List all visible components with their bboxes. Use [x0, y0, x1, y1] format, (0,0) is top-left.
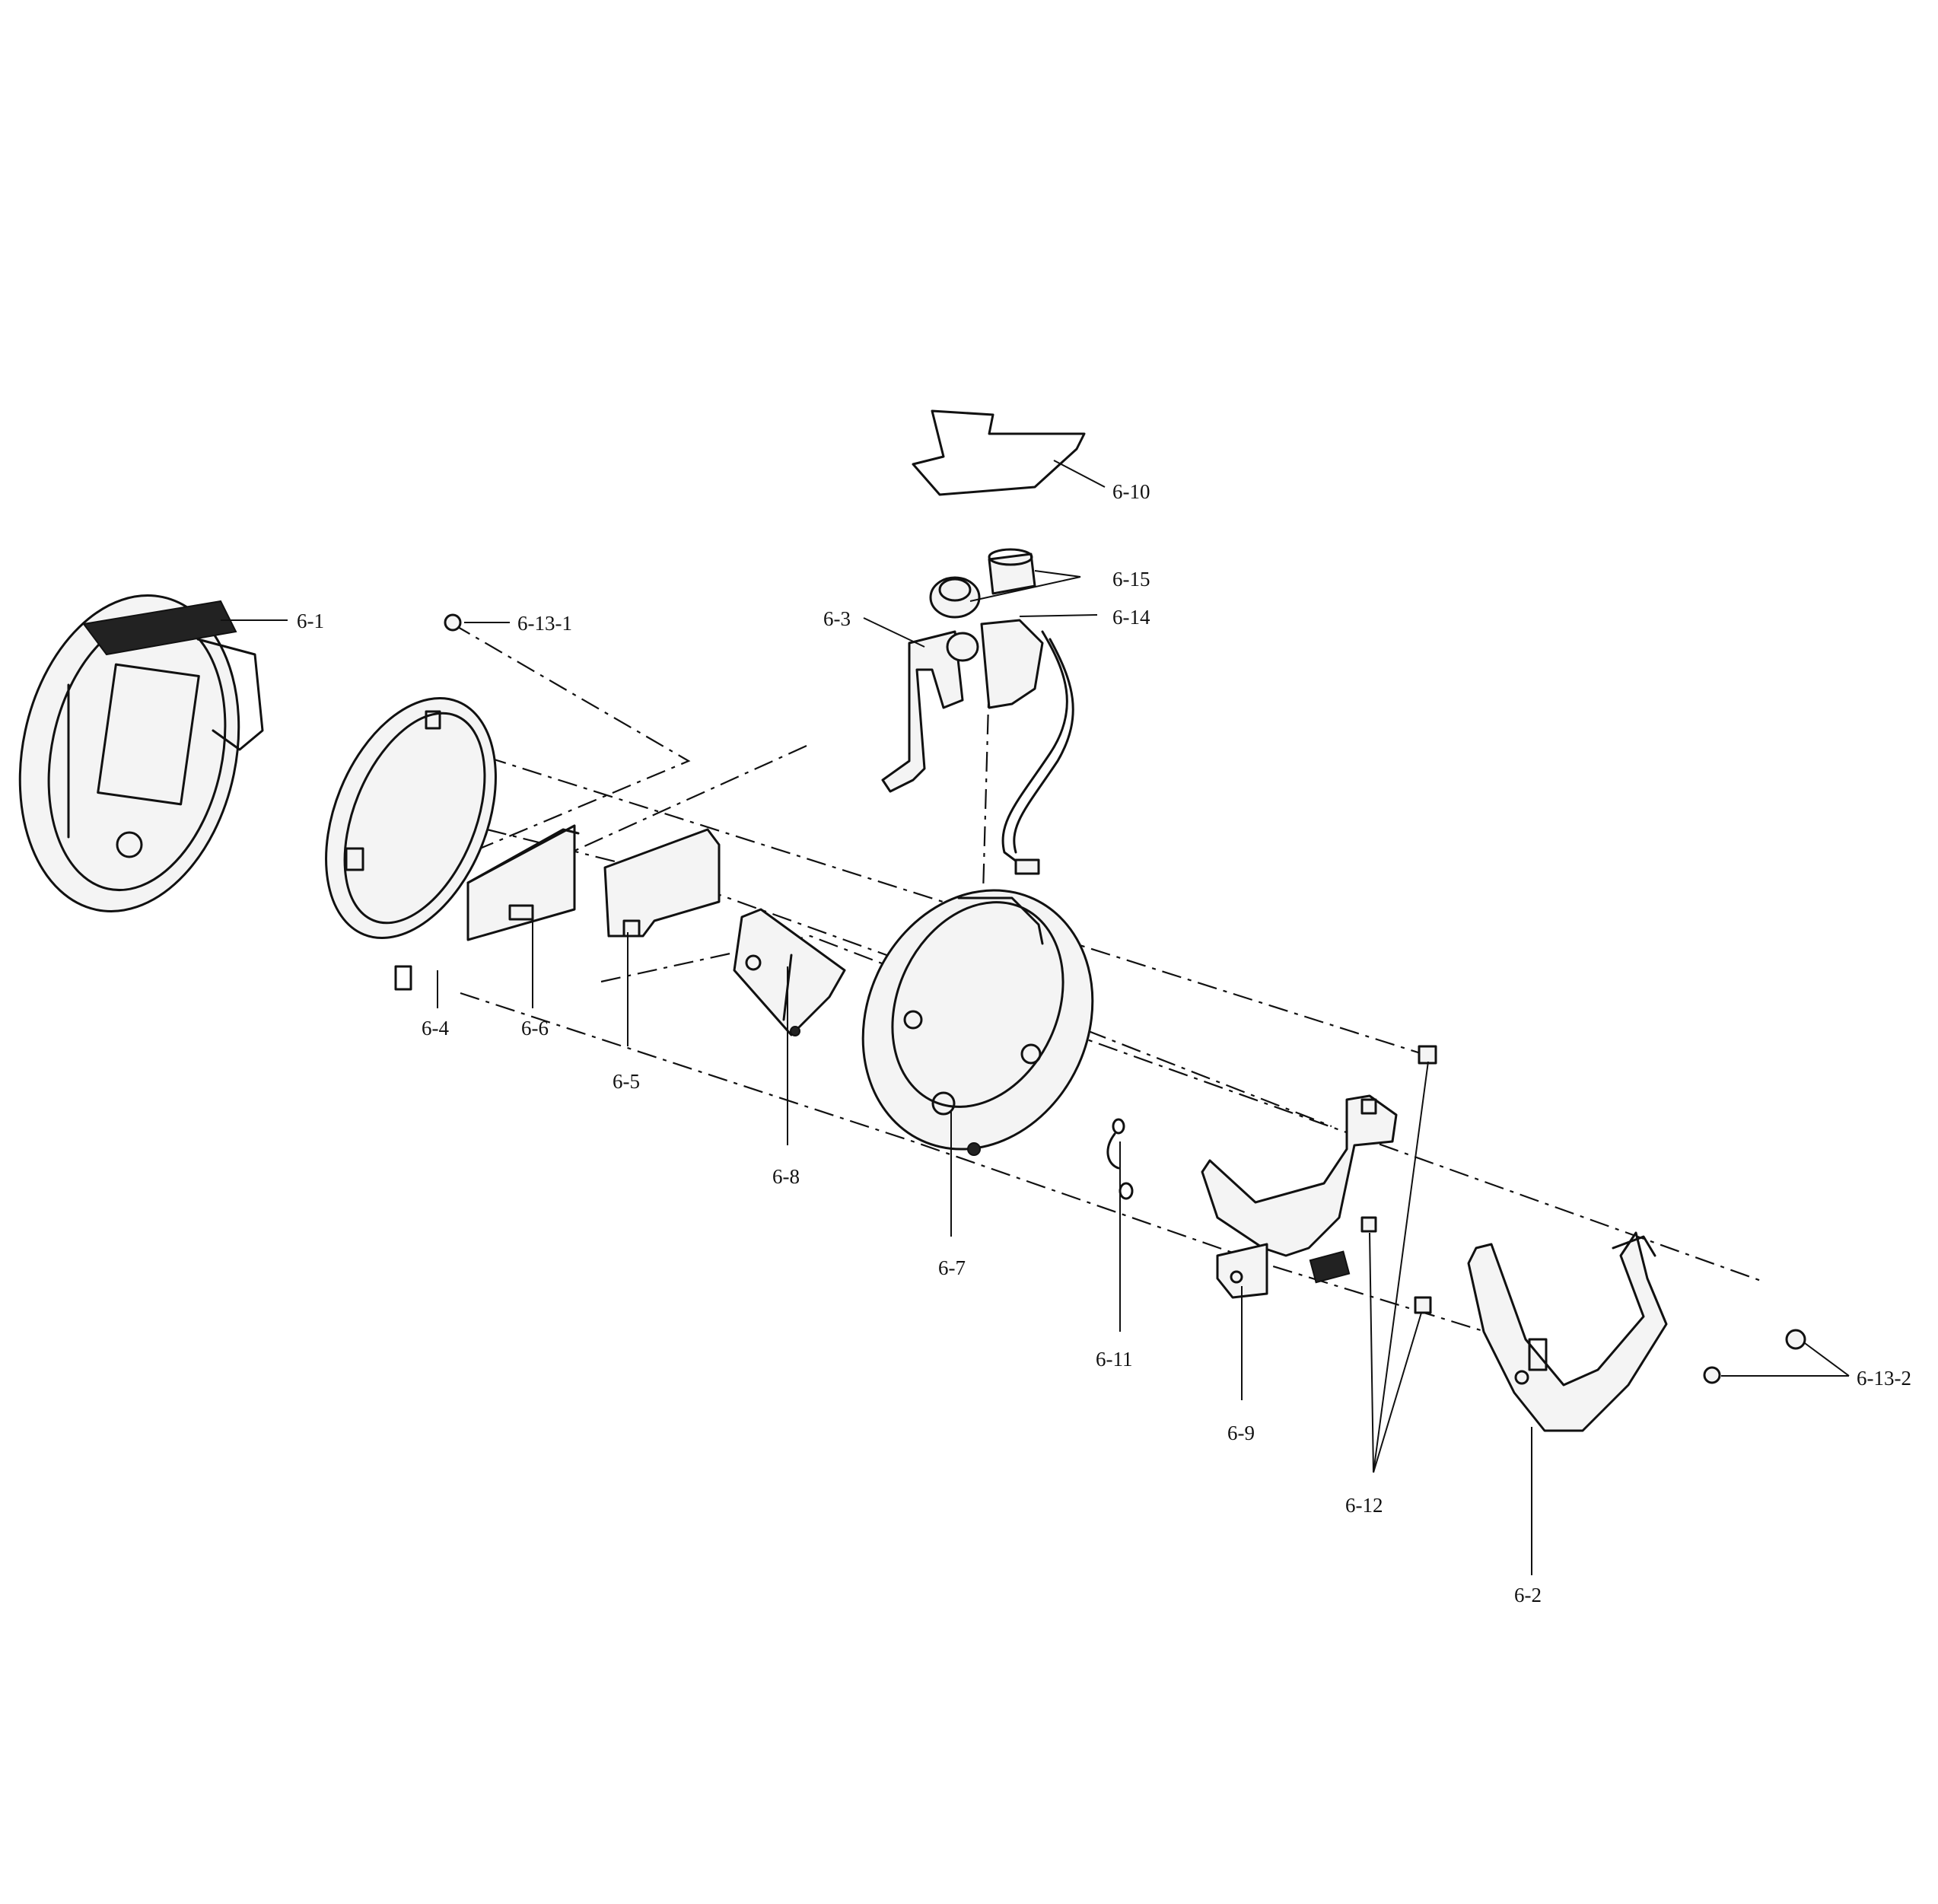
label-6-5: 6-5 [613, 1070, 640, 1093]
label-6-1: 6-1 [297, 610, 324, 632]
rear-cover-hole [1514, 1370, 1529, 1385]
label-6-13-1: 6-13-1 [517, 612, 572, 635]
ring-outer [325, 696, 497, 940]
label-6-7: 6-7 [938, 1256, 966, 1279]
rear-cover-post [1528, 1338, 1548, 1371]
part-6-13-screws [444, 613, 1806, 1384]
lever-cap [946, 632, 979, 662]
leader-6-3 [863, 617, 925, 648]
screw-12-b [1360, 1216, 1377, 1233]
axis-lower [460, 992, 1511, 1341]
part-6-7-chassis [861, 889, 1094, 1156]
knob-a-top [938, 578, 972, 602]
label-6-15: 6-15 [1112, 568, 1150, 591]
bracket-6-9-body [1201, 1094, 1398, 1257]
bracket-6-8-pin [790, 1026, 800, 1036]
spring-coil [1106, 1132, 1120, 1170]
leader-6-12-a [1373, 1061, 1429, 1473]
ring-inner [343, 712, 486, 925]
rear-cover-shell [1467, 1231, 1668, 1432]
screw-13-2-a [1785, 1329, 1806, 1350]
part-6-8-bracket [733, 908, 846, 1036]
chassis-top-boss [957, 896, 1044, 945]
ring-clip-top [425, 710, 441, 730]
plate-6-6-edge [466, 828, 580, 884]
spring-loop-bottom [1119, 1182, 1134, 1200]
screw-12-a [1418, 1045, 1437, 1065]
rear-cover-lip [1612, 1235, 1656, 1257]
leader-6-15-a [969, 576, 1081, 602]
part-6-12-screws [1360, 1045, 1437, 1314]
leader-6-14 [1019, 614, 1098, 617]
label-6-9: 6-9 [1227, 1422, 1255, 1444]
label-6-3: 6-3 [823, 607, 851, 630]
label-6-10: 6-10 [1112, 480, 1150, 503]
part-6-1-front-cover [18, 594, 264, 912]
bracket-6-9-foot [1216, 1243, 1268, 1299]
screw-13-1 [444, 613, 462, 632]
leader-6-10 [1053, 460, 1106, 488]
knob-b-top [988, 548, 1033, 566]
knob-b [988, 552, 1036, 595]
cover-hole [116, 831, 143, 858]
part-6-15-knobs [929, 548, 1036, 619]
bracket-6-9-hole [1230, 1270, 1243, 1284]
cover-battery-bay [97, 663, 200, 806]
part-6-5-plate [603, 828, 721, 938]
label-6-4: 6-4 [422, 1017, 449, 1040]
chassis-hole-1 [931, 1091, 956, 1116]
cover-top-band [82, 600, 237, 656]
chassis-hole-3 [903, 1010, 923, 1030]
label-6-11: 6-11 [1096, 1348, 1133, 1371]
part-6-4-ring-frame [325, 696, 497, 991]
part-6-14-cable-bracket [980, 619, 1074, 875]
knob-a [929, 576, 981, 619]
part-6-2-rear-cover [1467, 1231, 1668, 1432]
screw-13-2-b [1703, 1366, 1721, 1384]
cover-side-tab [196, 638, 264, 751]
chassis-outer [861, 889, 1094, 1151]
leader-6-15-b [1034, 570, 1081, 578]
label-6-13-2: 6-13-2 [1857, 1367, 1911, 1390]
plate-6-5-face [603, 828, 721, 938]
cable-wire-2 [1013, 638, 1074, 854]
part-6-6-plate [466, 824, 580, 941]
label-6-6: 6-6 [521, 1017, 549, 1040]
part-6-3-lever [881, 630, 979, 793]
ring-clip-bottom [394, 965, 412, 991]
plate-6-6-tab [508, 904, 534, 921]
bracket-6-9-tab [1360, 1098, 1377, 1115]
cable-connector [1014, 858, 1040, 875]
leader-6-12-b [1369, 1232, 1374, 1473]
ring-clip-left [345, 847, 364, 871]
label-6-14: 6-14 [1112, 606, 1150, 629]
leader-lines [221, 460, 1850, 1575]
chassis-hole-2 [1020, 1043, 1042, 1065]
cable-wire [1001, 630, 1068, 865]
label-6-2: 6-2 [1514, 1584, 1542, 1606]
chassis-pin [967, 1142, 981, 1156]
part-6-9-bracket [1201, 1094, 1398, 1299]
leader-6-12-c [1373, 1312, 1422, 1473]
bracket-6-8-hole [745, 954, 762, 971]
screw-12-c [1414, 1296, 1432, 1314]
label-6-12: 6-12 [1345, 1494, 1383, 1517]
part-6-10-gasket [912, 409, 1086, 496]
label-6-8: 6-8 [772, 1165, 800, 1188]
plate-6-6-face [466, 824, 576, 941]
plate-6-5-notch [622, 919, 641, 938]
bracket-6-9-clip [1309, 1250, 1351, 1284]
part-labels: 6-1 6-13-1 6-10 6-15 6-14 6-3 6-4 6-6 6-… [297, 480, 1911, 1606]
leader-6-13-2-a [1804, 1342, 1850, 1377]
spring-loop-top [1112, 1118, 1125, 1135]
cable-bracket-body [980, 619, 1044, 709]
lever-body [881, 630, 964, 793]
gasket-outline [912, 409, 1086, 496]
